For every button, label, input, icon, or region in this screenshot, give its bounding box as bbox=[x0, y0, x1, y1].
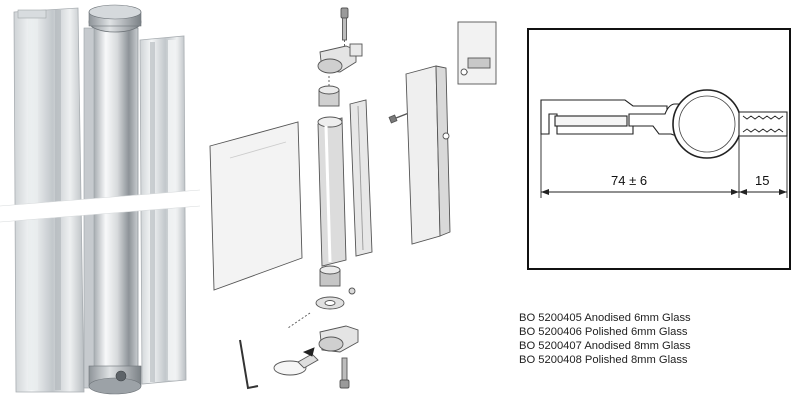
product-code-item: BO 5200408 Polished 8mm Glass bbox=[519, 354, 688, 366]
glass-panel bbox=[209, 121, 303, 291]
top-screw bbox=[340, 7, 349, 46]
dimension-offset-label: 15 bbox=[755, 173, 769, 188]
wall-arm bbox=[738, 111, 788, 137]
pivot-tube bbox=[672, 89, 742, 159]
product-code-item: BO 5200407 Anodised 8mm Glass bbox=[519, 340, 691, 352]
wall-profile bbox=[405, 65, 451, 245]
bottom-bushing bbox=[319, 265, 341, 287]
wall-arm-serrations bbox=[742, 115, 784, 133]
product-code-item: BO 5200405 Anodised 6mm Glass bbox=[519, 312, 691, 324]
wall-fixing-detail bbox=[457, 21, 497, 85]
cover-cap bbox=[273, 347, 319, 376]
profile-section-diagram: 74 ± 6 15 bbox=[527, 28, 791, 270]
product-code-list: BO 5200405 Anodised 6mm Glass BO 5200406… bbox=[519, 311, 789, 367]
bottom-screw bbox=[339, 357, 350, 389]
top-bushing bbox=[318, 85, 340, 107]
bottom-pivot-bracket bbox=[318, 325, 359, 353]
washer bbox=[315, 287, 356, 310]
dimension-width-label: 74 ± 6 bbox=[611, 173, 647, 188]
seal-strip bbox=[349, 99, 373, 257]
exploded-assembly-diagram bbox=[209, 7, 497, 390]
hinge-photo bbox=[0, 0, 200, 400]
product-code-item: BO 5200406 Polished 6mm Glass bbox=[519, 326, 688, 338]
allen-key bbox=[239, 339, 259, 390]
hinge-cylinder bbox=[317, 116, 347, 267]
top-pivot-bracket bbox=[317, 43, 363, 74]
